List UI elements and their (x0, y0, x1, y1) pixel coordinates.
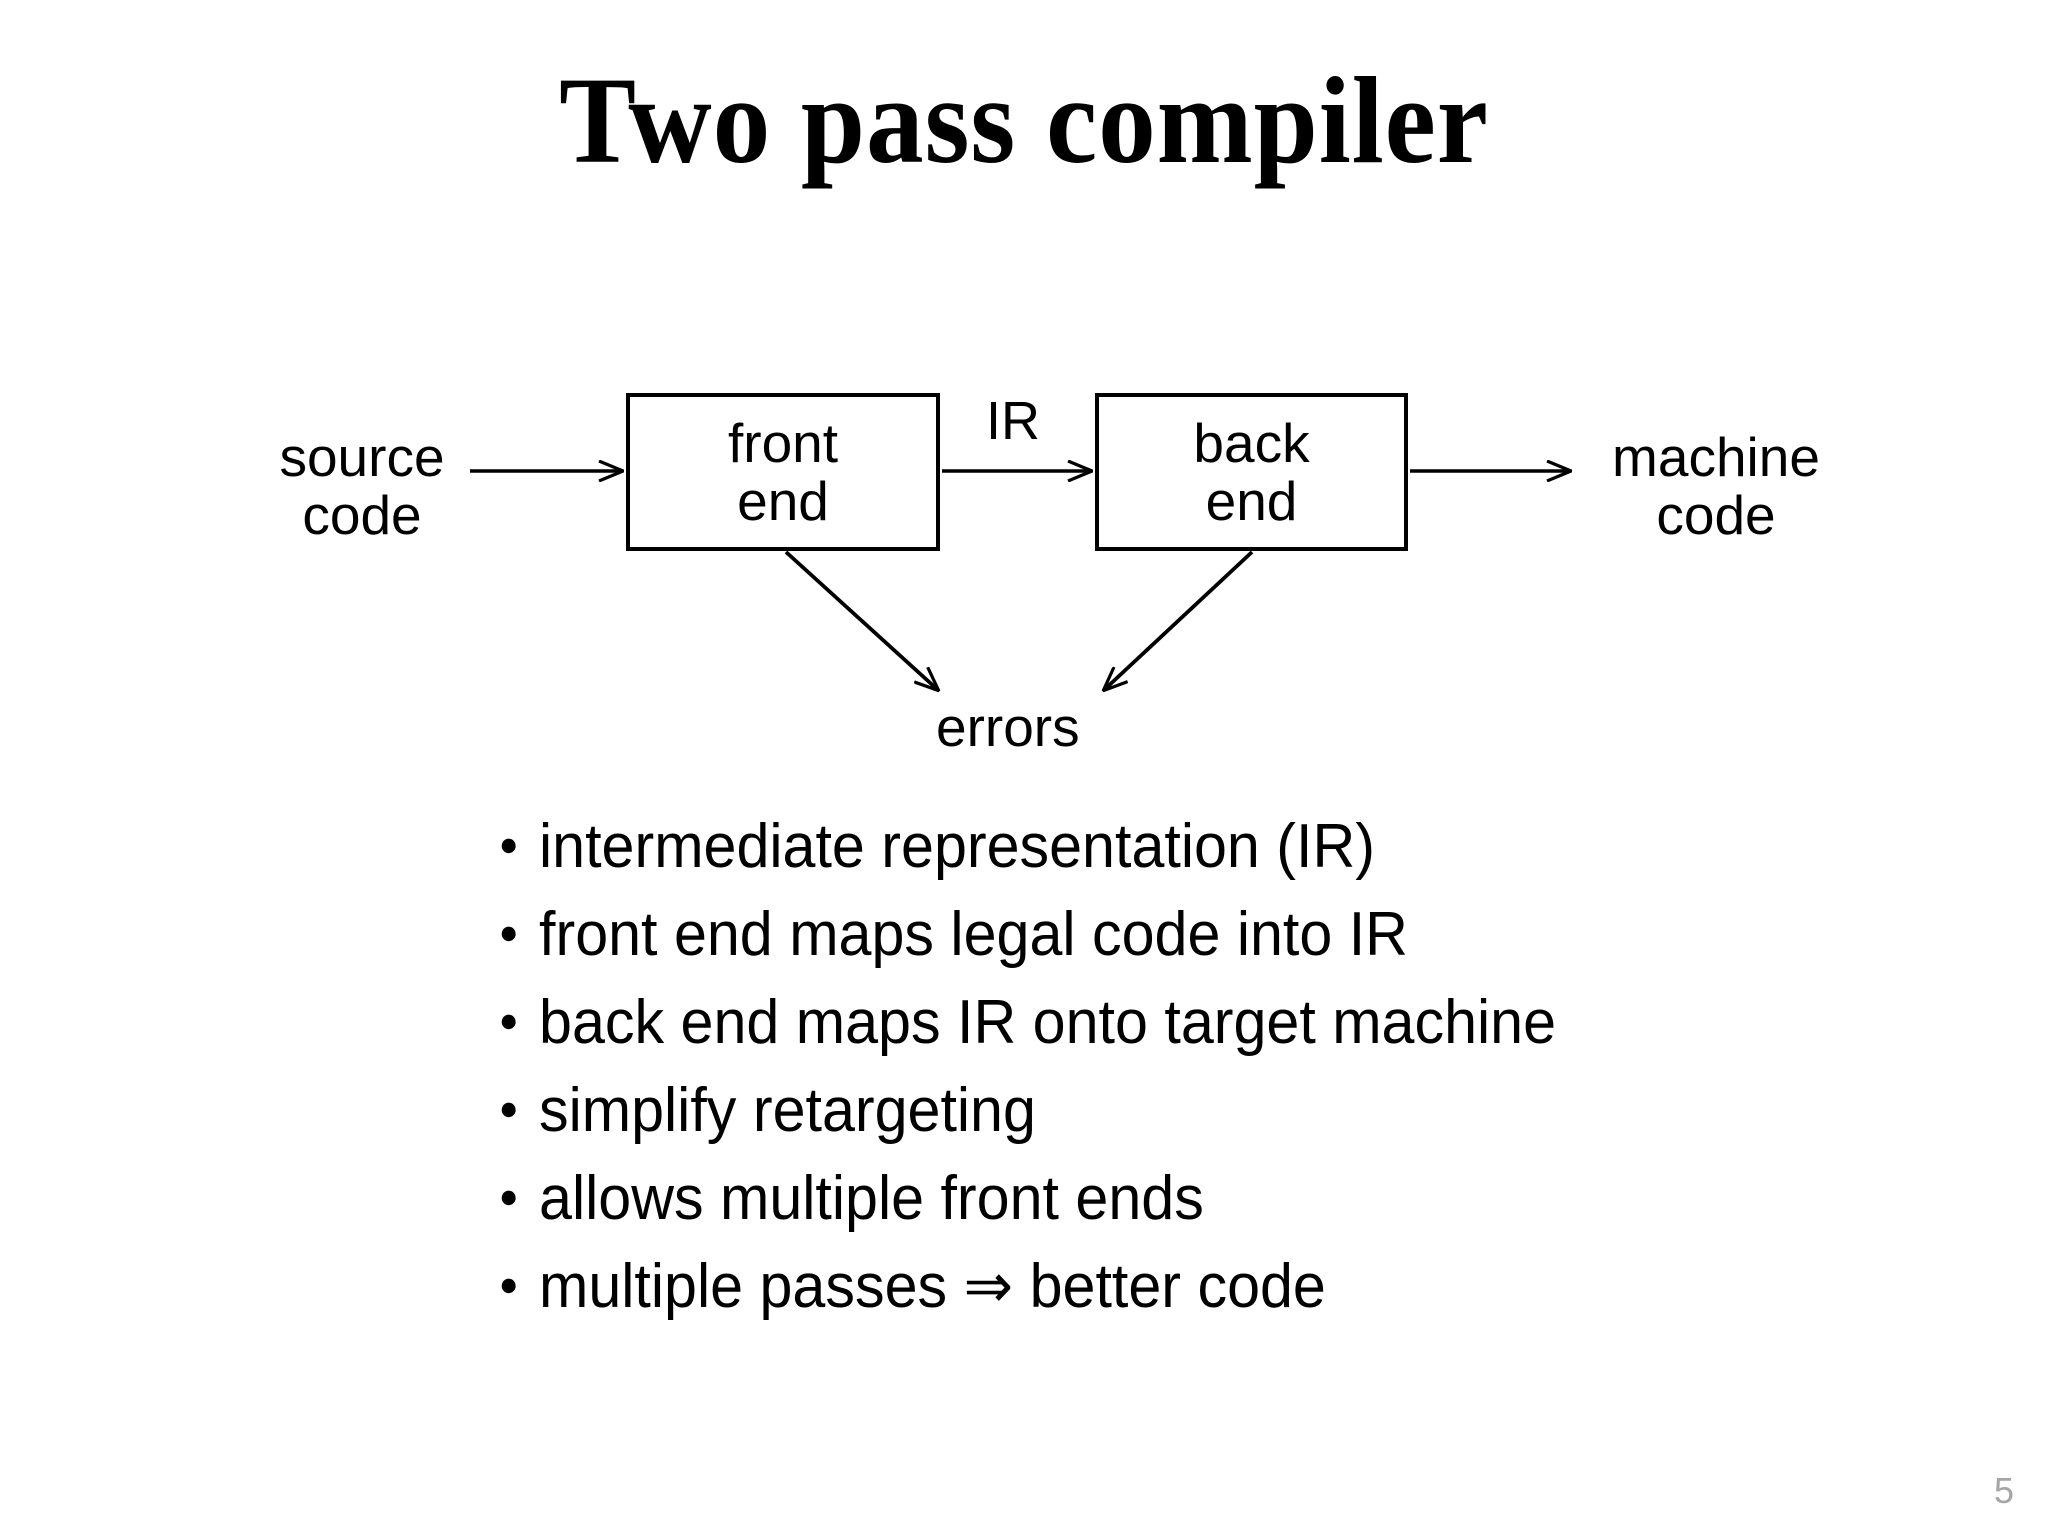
list-item: ● back end maps IR onto target machine (497, 981, 1758, 1064)
source-code-line-1: source (279, 426, 445, 488)
list-item-label: allows multiple front ends (539, 1164, 1204, 1233)
page-number: 5 (1993, 1470, 2014, 1511)
arrow-frontend-to-errors (784, 550, 938, 690)
front-end-line-1: front (727, 411, 839, 474)
source-code-line-2: code (302, 484, 422, 547)
bullet-dot-icon: ● (498, 824, 519, 863)
bullet-dot-icon: ● (498, 1088, 519, 1127)
arrow-backend-to-errors (1104, 550, 1254, 690)
back-end-line-1: back (1193, 411, 1310, 474)
diagram-edge-label-ir: IR (986, 391, 1040, 451)
diagram-node-front-end: front end (626, 393, 940, 551)
list-item: ● intermediate representation (IR) (497, 805, 1758, 888)
list-item: ● multiple passes ⇒ better code (497, 1245, 1758, 1328)
machine-code-line-2: code (1656, 484, 1776, 547)
list-item-label: multiple passes ⇒ better code (539, 1252, 1326, 1321)
bullet-dot-icon: ● (498, 1264, 519, 1303)
bullet-dot-icon: ● (498, 1176, 519, 1215)
diagram-label-machine-code: machine code (1586, 428, 1846, 545)
page-title: Two pass compiler (559, 52, 1489, 189)
list-item: ● front end maps legal code into IR (497, 893, 1758, 976)
bullet-dot-icon: ● (498, 912, 519, 951)
list-item-label: back end maps IR onto target machine (539, 988, 1557, 1057)
list-item-label: intermediate representation (IR) (539, 812, 1375, 881)
list-item: ● simplify retargeting (497, 1069, 1758, 1152)
list-item: ● allows multiple front ends (497, 1157, 1758, 1240)
diagram-label-source-code: source code (262, 428, 462, 545)
diagram-node-errors: errors (936, 696, 1080, 758)
list-item-label: simplify retargeting (539, 1076, 1036, 1145)
diagram-node-back-end: back end (1095, 393, 1408, 551)
machine-code-line-1: machine (1612, 426, 1820, 488)
back-end-line-2: end (1205, 470, 1298, 532)
list-item-label: front end maps legal code into IR (539, 900, 1408, 969)
bullet-dot-icon: ● (498, 1000, 519, 1039)
front-end-line-2: end (737, 470, 829, 532)
bullet-list: ● intermediate representation (IR) ● fro… (497, 805, 1817, 1333)
